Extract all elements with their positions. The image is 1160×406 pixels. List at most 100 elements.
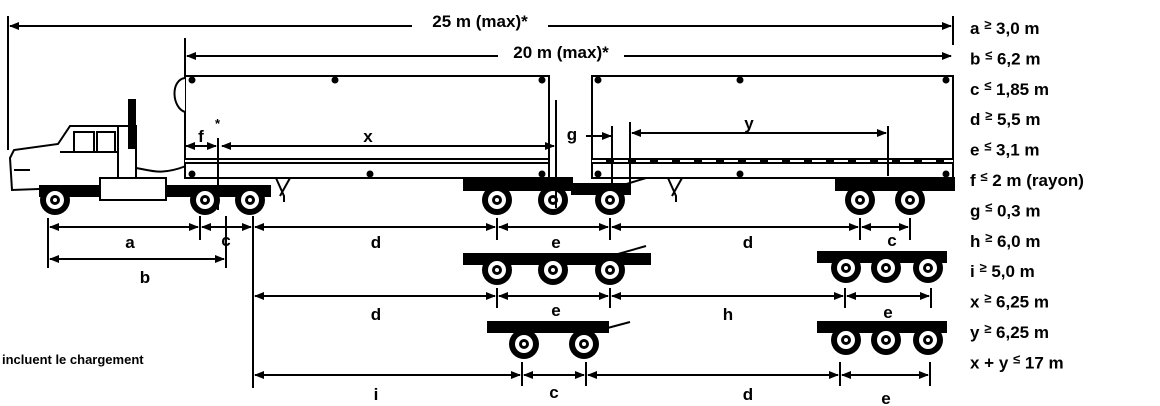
spec-row: e ≤ 3,1 m [970,139,1040,160]
trailers-length-dimension: 20 m (max)* [184,38,952,78]
dimension-spec-list: a ≥ 3,0 m b ≤ 6,2 m c ≤ 1,85 m d ≥ 5,5 m e ≤… [970,17,1084,372]
row3-dimensions [254,362,931,386]
dim-label-e2-row2: e [883,303,892,322]
spec-value: 1,85 m [991,80,1049,99]
lead-trailer-wheel-1 [482,185,512,215]
spec-value: 5,5 m [992,110,1040,129]
spec-operator: ≤ [985,199,992,214]
spec-letter: i [970,262,979,281]
spec-operator: ≥ [985,108,992,123]
dim-label-f: f [198,127,204,146]
row2-dimensions [254,288,932,308]
spec-value: 3,0 m [991,19,1039,38]
dim-label-e-row1: e [551,233,560,252]
spec-operator: ≤ [980,169,987,184]
spec-row: a ≥ 3,0 m [970,17,1040,38]
row1-dimensions [47,216,911,388]
spec-row: d ≥ 5,5 m [970,108,1040,129]
spec-letter: a [970,19,984,38]
dim-label-d-row1: d [371,233,381,252]
spec-letter: c [970,80,984,99]
spec-operator: ≤ [984,78,991,93]
dim-label-d-row2: d [371,305,381,324]
tractor-drive-wheel-2 [235,185,265,215]
spec-row: g ≤ 0,3 m [970,199,1040,220]
spec-row: x ≥ 6,25 m [970,291,1049,312]
row3-wheel-2 [569,329,599,359]
spec-row: f ≤ 2 m (rayon) [970,169,1084,190]
dim-label-d2-row1: d [743,233,753,252]
spec-letter: e [970,141,984,160]
overall-length-dimension: 25 m (max)* [7,12,954,150]
spec-row: x + y ≤ 17 m [970,351,1064,372]
dim-label-a: a [125,233,135,252]
spec-value: 3,1 m [991,141,1039,160]
spec-letter: d [970,110,985,129]
dim-label-g: g [567,125,577,144]
spec-letter: g [970,201,985,220]
second-trailer-wheel-1 [845,185,875,215]
spec-letter: y [970,323,984,342]
spec-operator: ≥ [984,17,991,32]
footnote: incluent le chargement [2,352,144,367]
dim-label-b: b [140,268,150,287]
spec-operator: ≥ [984,321,991,336]
row2-wheel-3 [595,255,625,285]
spec-letter: f [970,171,980,190]
trailers-length-label: 20 m (max)* [513,43,609,62]
dim-label-c-tractor: c [221,231,230,250]
row3-wheel-3 [831,325,861,355]
spec-value: 17 m [1020,353,1063,372]
spec-operator: ≥ [984,291,991,306]
spec-row: h ≥ 6,0 m [970,230,1040,251]
row2-wheel-1 [482,255,512,285]
row3-wheel-4 [871,325,901,355]
spec-letter: h [970,232,985,251]
row2-wheel-2 [538,255,568,285]
dim-label-d-row3: d [743,385,753,404]
spec-row: y ≥ 6,25 m [970,321,1049,342]
tractor-drive-wheel-1 [190,185,220,215]
spec-row: c ≤ 1,85 m [970,78,1049,99]
row2-wheel-6 [913,253,943,283]
spec-row: b ≤ 6,2 m [970,47,1040,68]
spec-operator: ≤ [984,139,991,154]
spec-operator: ≥ [979,260,986,275]
row2-wheel-4 [831,253,861,283]
spec-letter: x [970,293,984,312]
dim-label-x: x [363,127,373,146]
second-trailer-wheel-2 [895,185,925,215]
dolly-wheel [595,185,625,215]
lead-trailer-wheel-2 [538,185,568,215]
spec-value: 5,0 m [987,262,1035,281]
tractor-steer-wheel [40,185,70,215]
row3-wheel-1 [509,329,539,359]
kingpin-dimensions [185,100,889,210]
spec-operator: ≤ [1013,351,1020,366]
second-trailer [591,75,955,202]
spec-value: 6,2 m [992,49,1040,68]
spec-letter: x + y [970,353,1013,372]
spec-operator: ≥ [985,230,992,245]
dim-label-asterisk: * [215,116,221,131]
dim-label-h: h [723,305,733,324]
row3-wheel-5 [913,325,943,355]
spec-row: i ≥ 5,0 m [970,260,1035,281]
overall-length-label: 25 m (max)* [432,12,528,31]
spec-value: 0,3 m [992,201,1040,220]
spec-operator: ≤ [985,47,992,62]
row2-wheel-5 [871,253,901,283]
spec-value: 6,0 m [992,232,1040,251]
dim-label-c-row1: c [887,231,896,250]
lead-trailer [173,75,573,202]
tractor-unit [8,99,271,201]
spec-value: 6,25 m [991,293,1049,312]
dim-label-e-row2: e [551,301,560,320]
spec-letter: b [970,49,985,68]
dim-label-y: y [744,114,754,133]
dim-label-e-row3: e [881,389,890,406]
dim-label-i: i [374,385,379,404]
spec-value: 2 m (rayon) [988,171,1084,190]
spec-value: 6,25 m [991,323,1049,342]
